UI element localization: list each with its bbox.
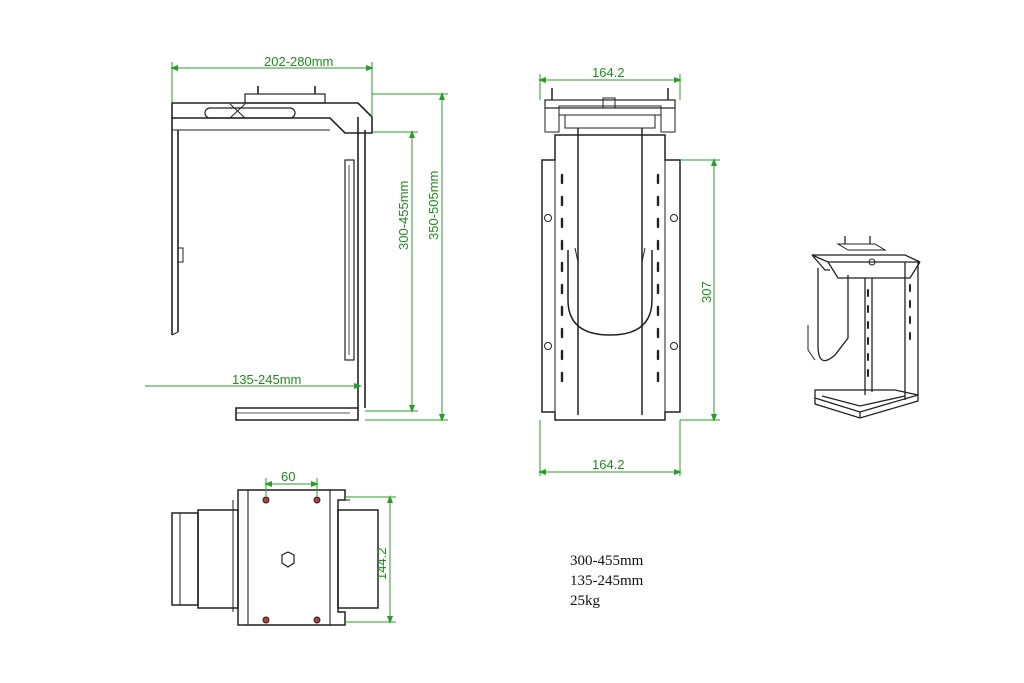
spec-line: 25kg [570,593,601,609]
side-width-label: 202-280mm [264,54,333,69]
spec-line: 135-245mm [570,573,644,589]
side-outer-height-label: 350-505mm [426,171,441,240]
top-hole-spacing-label: 60 [281,469,295,484]
top-width-label: 144.2 [374,547,389,580]
top-view-bolt-holes [262,496,321,624]
top-view-dimensions [264,478,396,624]
front-top-width-label: 164.2 [592,65,625,80]
spec-line: 300-455mm [570,553,644,569]
isometric-view [807,236,921,419]
side-inner-height-label: 300-455mm [396,181,411,250]
side-view [171,86,373,421]
front-height-label: 307 [699,281,714,303]
side-depth-label: 135-245mm [232,372,301,387]
front-view-dimensions [538,74,720,476]
front-view [541,88,681,421]
top-view [171,489,379,626]
spec-list: 300-455mm 135-245mm 25kg [570,553,644,609]
front-bottom-width-label: 164.2 [592,457,625,472]
side-view-dimensions [145,62,448,422]
